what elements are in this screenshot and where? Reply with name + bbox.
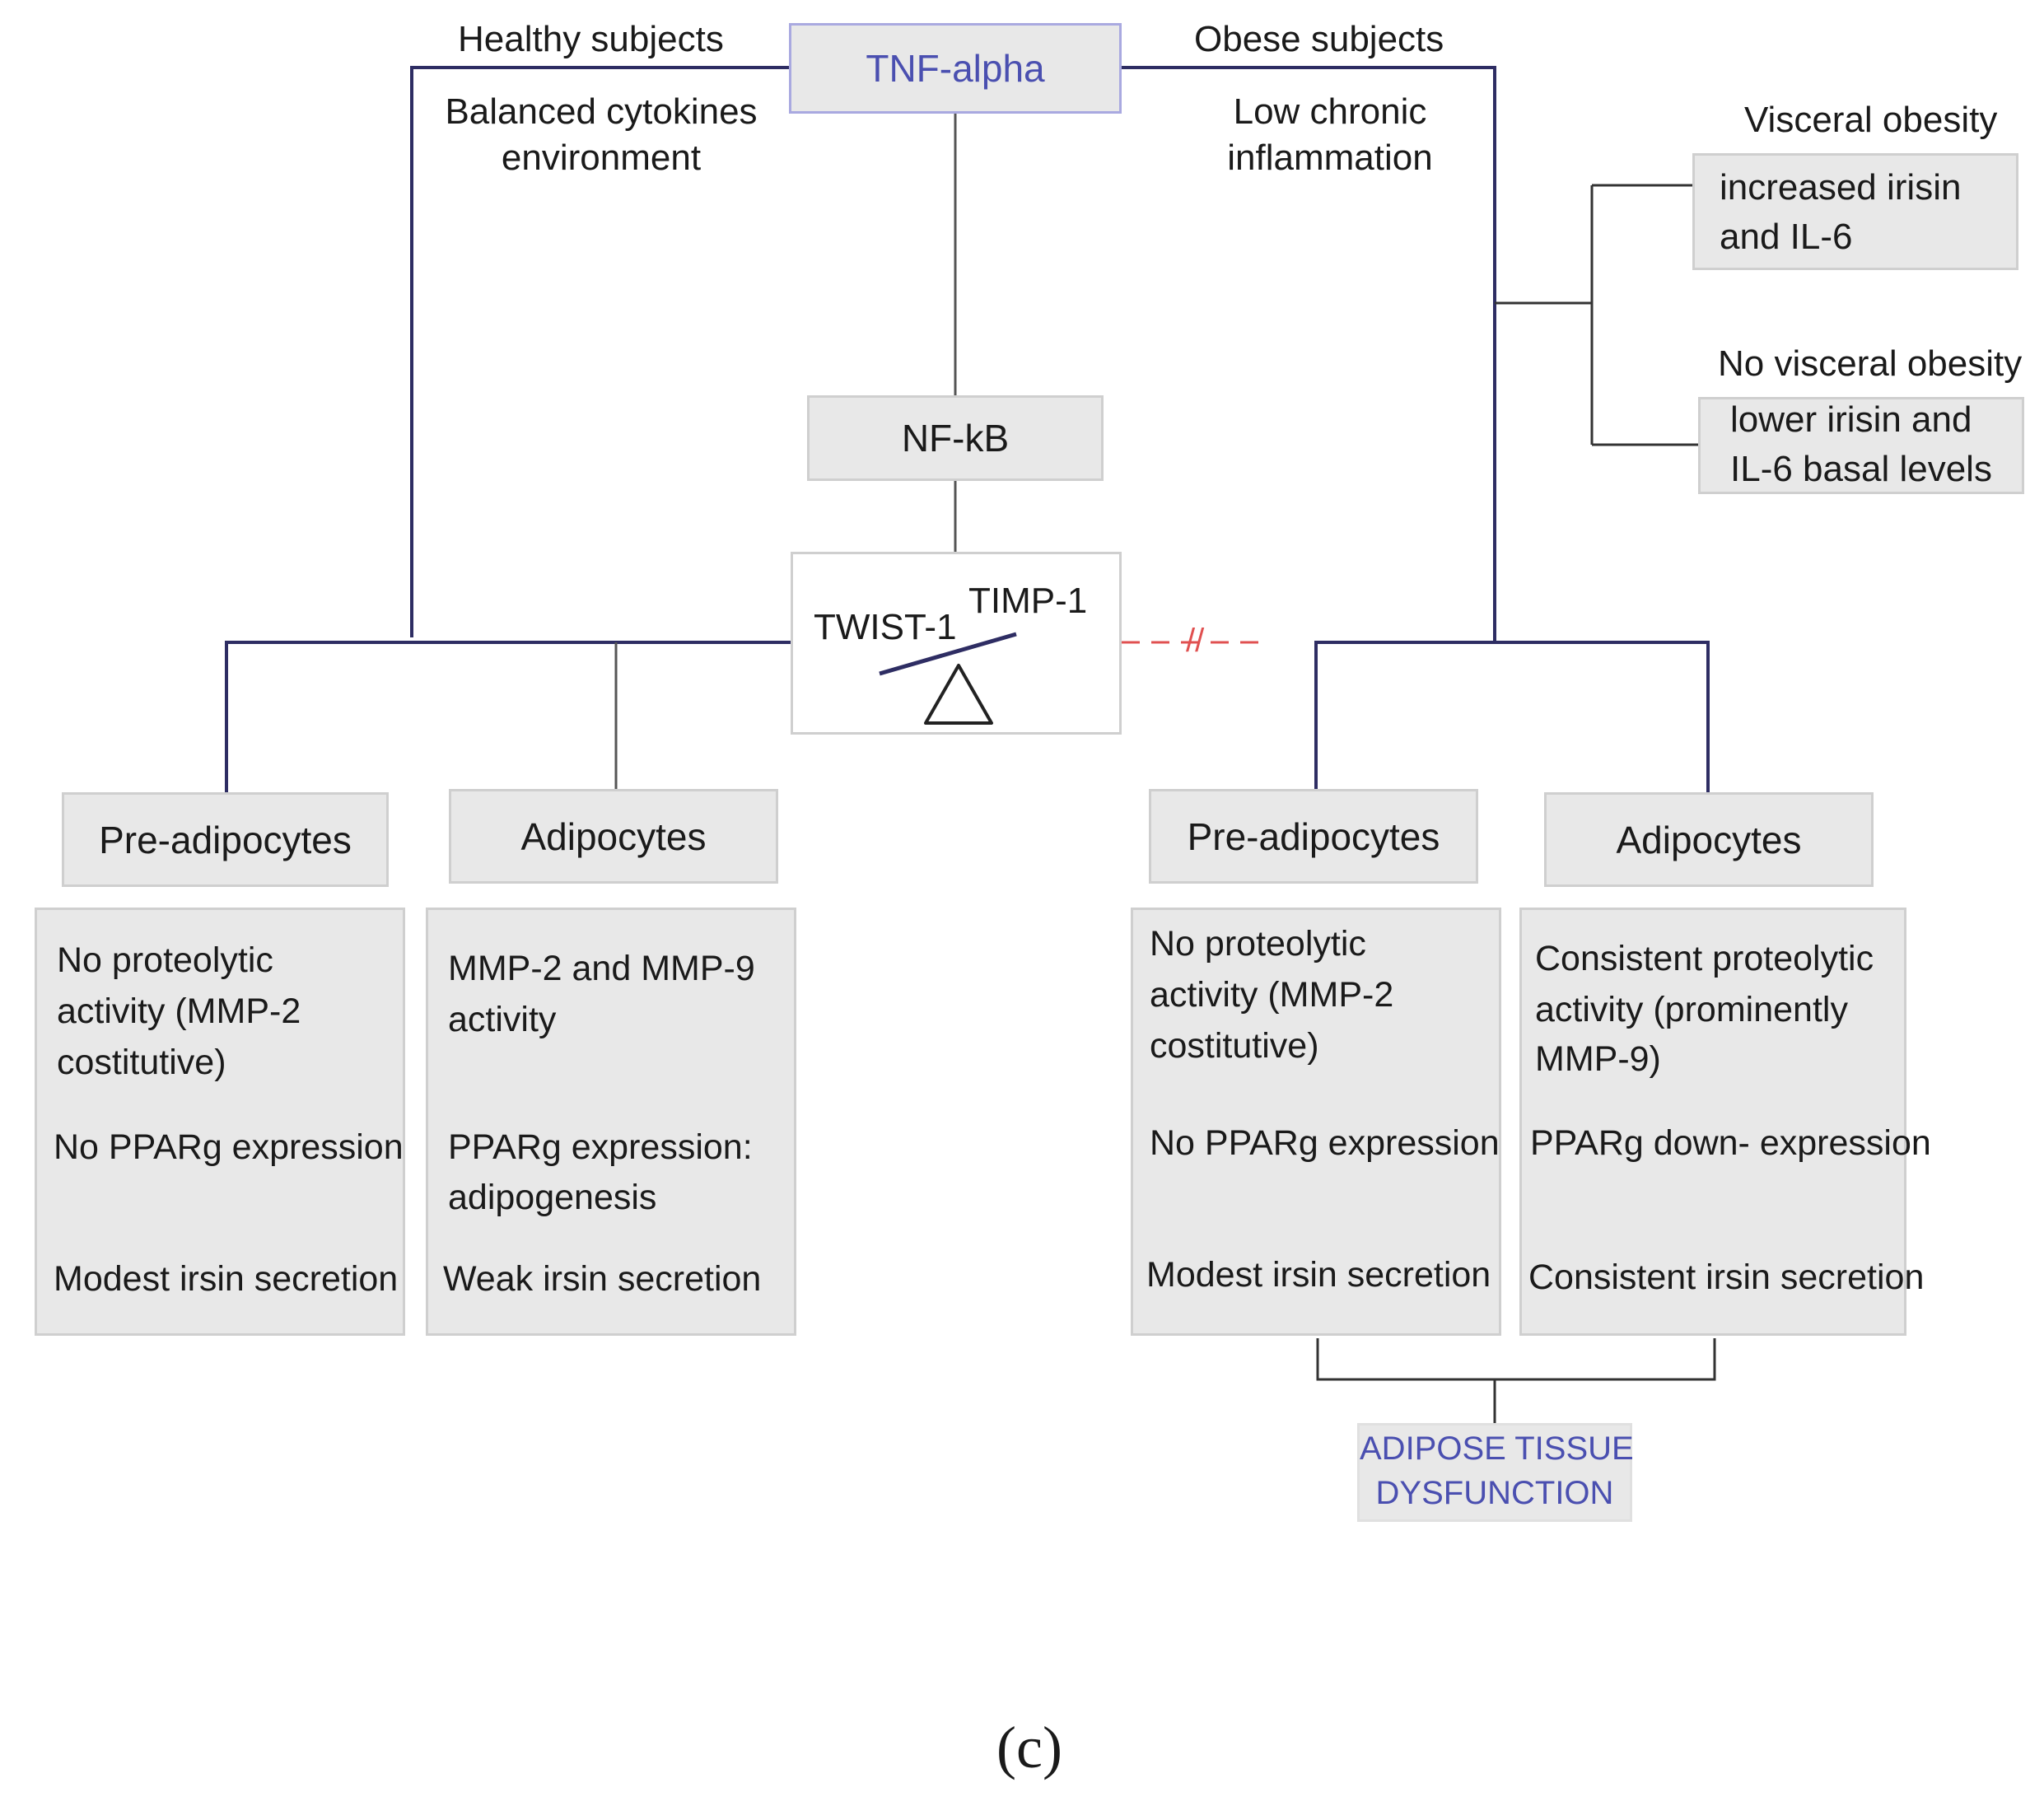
obese-subtitle-line1: Low chronic (1233, 91, 1427, 132)
healthy-preadipocytes-panel: No proteolytic activity (MMP-2 costituti… (35, 908, 405, 1336)
break-mark: // (1186, 623, 1205, 659)
panel-line: No proteolytic (1150, 924, 1366, 964)
panel-line: costitutive) (57, 1043, 226, 1082)
obese-subjects-title: Obese subjects (1194, 19, 1444, 59)
visceral-line2: and IL-6 (1720, 217, 1853, 257)
panel-line: MMP-9) (1535, 1039, 1661, 1079)
panel-line: activity (MMP-2 (1150, 975, 1394, 1015)
tnf-alpha-box: TNF-alpha (789, 23, 1122, 114)
healthy-subtitle-line2: environment (501, 138, 702, 178)
panel-line: No proteolytic (57, 940, 273, 980)
healthy-adipocytes-panel: MMP-2 and MMP-9 activity PPARg expressio… (426, 908, 796, 1336)
healthy-bracket-line (410, 66, 789, 637)
healthy-subjects-title: Healthy subjects (458, 19, 724, 59)
obese-bracket-line (1122, 66, 1496, 641)
no-visceral-line2: IL-6 basal levels (1730, 449, 1992, 489)
panel-line: costitutive) (1150, 1026, 1319, 1066)
obese-adipocytes-panel: Consistent proteolytic activity (promine… (1519, 908, 1931, 1336)
panel-line: activity (MMP-2 (57, 992, 301, 1031)
panel-line: Consistent irsin secretion (1528, 1258, 1925, 1297)
healthy-cells-line (225, 641, 791, 792)
fulcrum-triangle-icon (924, 664, 993, 725)
outcome-bracket-line (1316, 1338, 1716, 1423)
figure-caption: (c) (996, 1715, 1062, 1780)
timp-1-label: TIMP-1 (968, 581, 1088, 621)
panel-line: Modest irsin secretion (1146, 1255, 1491, 1295)
panel-line: activity (448, 1000, 557, 1039)
obese-subtitle-line2: inflammation (1227, 138, 1433, 178)
healthy-adipocytes-box: Adipocytes (449, 789, 778, 884)
no-visceral-line1: lower irisin and (1730, 399, 1972, 440)
panel-line: No PPARg expression (54, 1127, 404, 1167)
obese-cells-line (1314, 641, 1710, 792)
panel-line: adipogenesis (448, 1178, 657, 1217)
no-visceral-obesity-box: lower irisin and IL-6 basal levels (1698, 397, 2024, 494)
visceral-line1: increased irisin (1720, 167, 1962, 208)
twist-timp-box (791, 552, 1122, 735)
panel-line: activity (prominently (1535, 990, 1848, 1029)
healthy-subtitle-line1: Balanced cytokines (445, 91, 758, 132)
outcome-line1: ADIPOSE TISSUE (1360, 1430, 1634, 1467)
healthy-preadipocytes-box: Pre-adipocytes (62, 792, 389, 887)
panel-line: Consistent proteolytic (1535, 939, 1874, 978)
nfkb-box: NF-kB (807, 395, 1104, 481)
panel-line: PPARg down- expression (1530, 1123, 1931, 1163)
panel-line: No PPARg expression (1150, 1123, 1500, 1163)
panel-line: MMP-2 and MMP-9 (448, 949, 755, 988)
visceral-obesity-box: increased irisin and IL-6 (1692, 153, 2018, 270)
twist-1-label: TWIST-1 (814, 607, 957, 647)
obese-preadipocytes-panel: No proteolytic activity (MMP-2 costituti… (1131, 908, 1501, 1336)
no-visceral-obesity-title: No visceral obesity (1718, 343, 2023, 384)
obese-adipocytes-box: Adipocytes (1544, 792, 1874, 887)
panel-line: Weak irsin secretion (443, 1259, 762, 1299)
panel-line: PPARg expression: (448, 1127, 753, 1167)
visceral-branch-line (1495, 184, 1698, 446)
visceral-obesity-title: Visceral obesity (1744, 100, 1998, 140)
seesaw-bar (879, 632, 1017, 676)
panel-line: Modest irsin secretion (54, 1259, 399, 1299)
adipose-tissue-dysfunction-box: ADIPOSE TISSUE DYSFUNCTION (1357, 1423, 1634, 1522)
obese-preadipocytes-box: Pre-adipocytes (1149, 789, 1478, 884)
outcome-line2: DYSFUNCTION (1375, 1475, 1614, 1511)
